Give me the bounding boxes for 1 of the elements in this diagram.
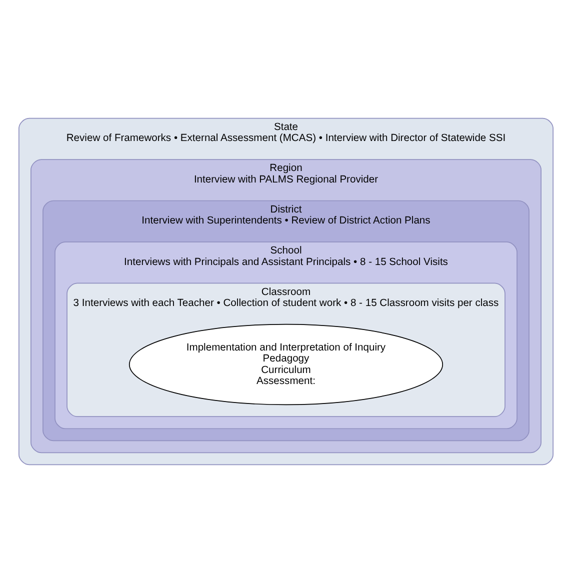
- node-ellipse: Implementation and Interpretation of Inquiry Pedagogy Curriculum Assessment:: [128, 323, 444, 405]
